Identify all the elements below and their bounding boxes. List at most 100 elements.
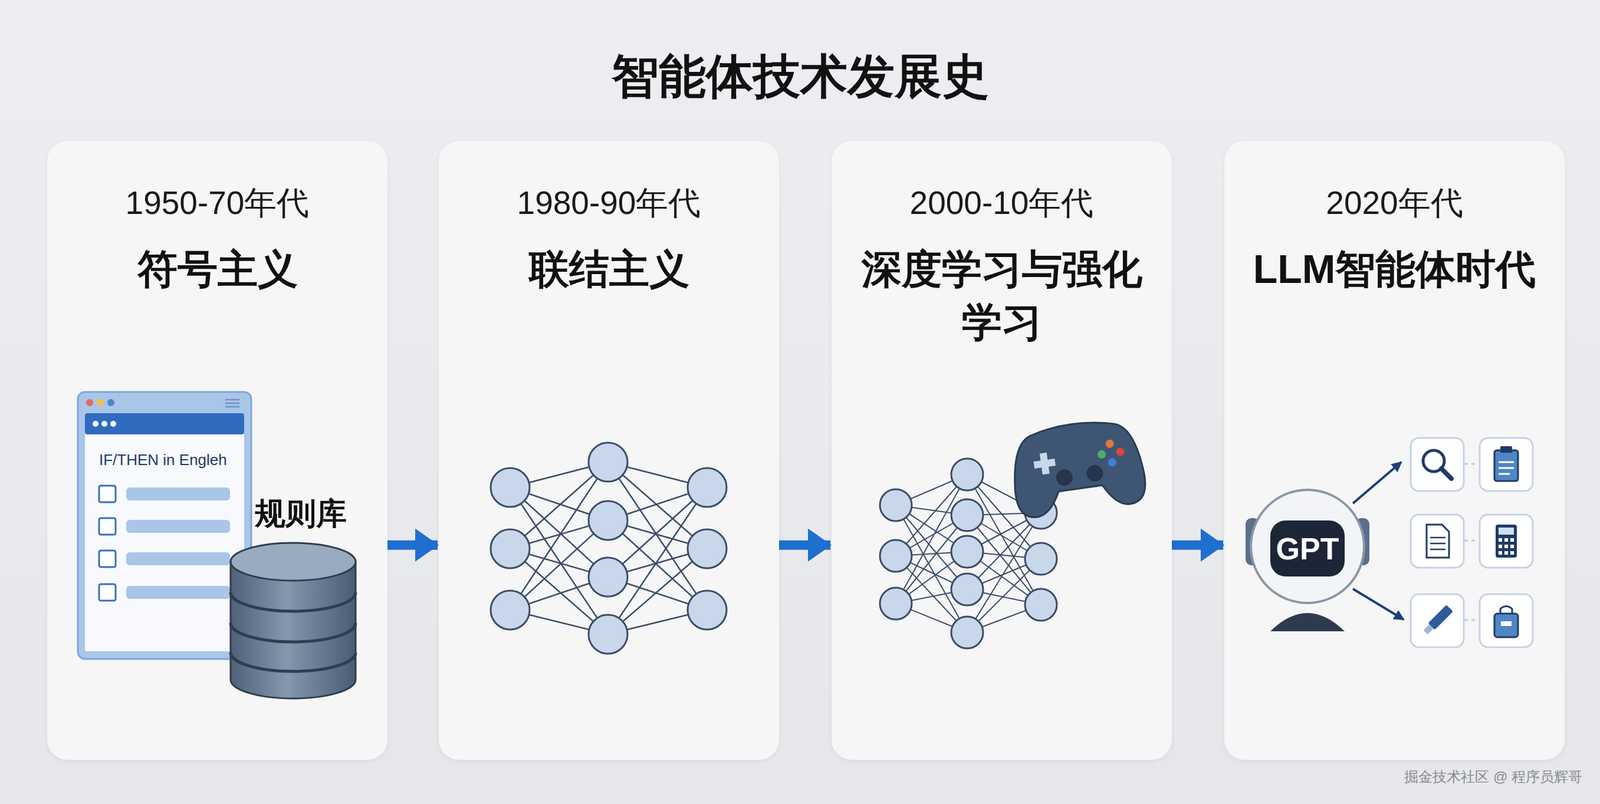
checkbox-rows xyxy=(99,550,116,568)
tool-icons xyxy=(1494,613,1519,638)
tool-links xyxy=(1464,619,1478,622)
tool-icons xyxy=(1441,468,1452,479)
tool-icons xyxy=(1504,538,1508,542)
neural-network xyxy=(490,590,530,630)
flow-arrow xyxy=(779,540,831,551)
window-illustration xyxy=(101,421,108,427)
deep-network xyxy=(951,536,984,568)
deep-network xyxy=(951,573,984,606)
neural-network xyxy=(490,442,727,655)
window-illustration xyxy=(126,552,231,566)
gpt-visor: GPT xyxy=(1270,520,1345,577)
window-illustration xyxy=(77,392,252,660)
window-illustration xyxy=(96,399,104,407)
database-symbol xyxy=(230,623,356,643)
gamepad-icon xyxy=(1055,468,1074,488)
tool-icons xyxy=(1495,524,1517,558)
neural-network xyxy=(490,529,530,569)
tool-icons xyxy=(1422,605,1454,636)
tool-arrows xyxy=(1352,462,1404,620)
deep-network xyxy=(831,140,1172,761)
neural-network xyxy=(588,557,628,597)
tool-icons xyxy=(1410,438,1533,648)
neural-network xyxy=(687,468,727,508)
tool-icons xyxy=(1479,594,1533,648)
deep-network xyxy=(951,499,984,532)
gamepad-icon xyxy=(1007,415,1149,520)
deep-network xyxy=(879,540,912,573)
tool-icons xyxy=(1500,446,1513,453)
window-illustration xyxy=(126,520,231,534)
tool-icons xyxy=(1423,624,1434,635)
neural-network xyxy=(588,442,628,482)
window-illustration xyxy=(110,421,117,427)
flow-arrow xyxy=(1171,540,1224,551)
era-heading: 深度学习与强化 学习 xyxy=(849,242,1155,349)
tool-icons xyxy=(1479,438,1533,492)
gamepad-icon xyxy=(1032,451,1057,476)
checkbox-rows xyxy=(99,584,116,601)
database-label: 规则库 xyxy=(254,493,347,535)
neural-network xyxy=(588,501,628,541)
tool-icons xyxy=(1410,438,1464,492)
tool-icons xyxy=(1479,594,1533,648)
era-card: 1950-70年代符号主义 IF/THEN in Engleh xyxy=(47,140,388,761)
neural-network xyxy=(687,529,727,569)
tool-icons xyxy=(1430,537,1446,550)
tool-icons xyxy=(1427,605,1453,630)
robot-head xyxy=(1245,490,1370,632)
tool-icons xyxy=(1479,514,1533,568)
gamepad-icon xyxy=(1115,447,1126,458)
tool-icons xyxy=(1426,524,1450,558)
window-illustration xyxy=(84,413,245,652)
neural-network xyxy=(588,615,628,655)
gamepad-icon xyxy=(1107,458,1117,468)
database-symbol xyxy=(230,592,356,612)
tool-icons xyxy=(1504,551,1508,555)
tool-icons xyxy=(1510,538,1514,542)
tool-icons xyxy=(1498,462,1514,475)
tool-links xyxy=(1464,540,1478,542)
node-text: IF/THEN in Engleh xyxy=(99,449,256,471)
tool-icons xyxy=(1410,514,1464,568)
era-period: 1950-70年代 xyxy=(64,183,370,223)
era-period: 2020年代 xyxy=(1242,183,1547,223)
tool-icons xyxy=(1500,621,1512,627)
neural-network xyxy=(687,590,727,630)
deep-network xyxy=(951,616,984,649)
tool-icons xyxy=(1479,438,1533,492)
era-period: 2000-10年代 xyxy=(849,183,1155,223)
tool-arrows xyxy=(1352,589,1404,620)
tool-icons xyxy=(1500,606,1513,615)
deep-network xyxy=(951,458,984,491)
window-illustration xyxy=(225,399,240,407)
watermark: 掘金技术社区 @ 程序员辉哥 xyxy=(1404,767,1583,787)
checkbox-rows xyxy=(99,518,116,535)
window-illustration xyxy=(107,399,115,407)
era-heading: 联结主义 xyxy=(456,242,762,296)
tool-icons xyxy=(1498,538,1503,542)
gamepad-icon xyxy=(1096,449,1107,460)
window-illustration xyxy=(76,391,253,661)
tool-arrows xyxy=(1352,462,1402,504)
tool-icons xyxy=(1410,594,1464,648)
era-card: 2000-10年代深度学习与强化 学习 xyxy=(831,140,1172,761)
robot-head xyxy=(1250,490,1365,604)
deep-network xyxy=(1024,589,1057,622)
tool-icons xyxy=(1494,450,1519,482)
era-heading: LLM智能体时代 xyxy=(1242,242,1547,296)
database-symbol xyxy=(227,540,360,705)
gamepad-icon xyxy=(1007,415,1149,520)
database-symbol xyxy=(230,543,356,581)
neural-network xyxy=(490,468,530,508)
diagram-title: 智能体技术发展史 xyxy=(0,47,1600,107)
deep-network xyxy=(1024,543,1057,576)
tool-icons xyxy=(1410,438,1464,492)
era-card: 1980-90年代联结主义 xyxy=(438,140,780,761)
window-illustration xyxy=(126,586,231,600)
tool-icons xyxy=(1410,514,1464,568)
node-text: GPT xyxy=(1276,531,1340,567)
era-card: 2020年代 LLM智能体时代 GPT xyxy=(1224,140,1565,761)
flow-arrow xyxy=(387,540,438,551)
